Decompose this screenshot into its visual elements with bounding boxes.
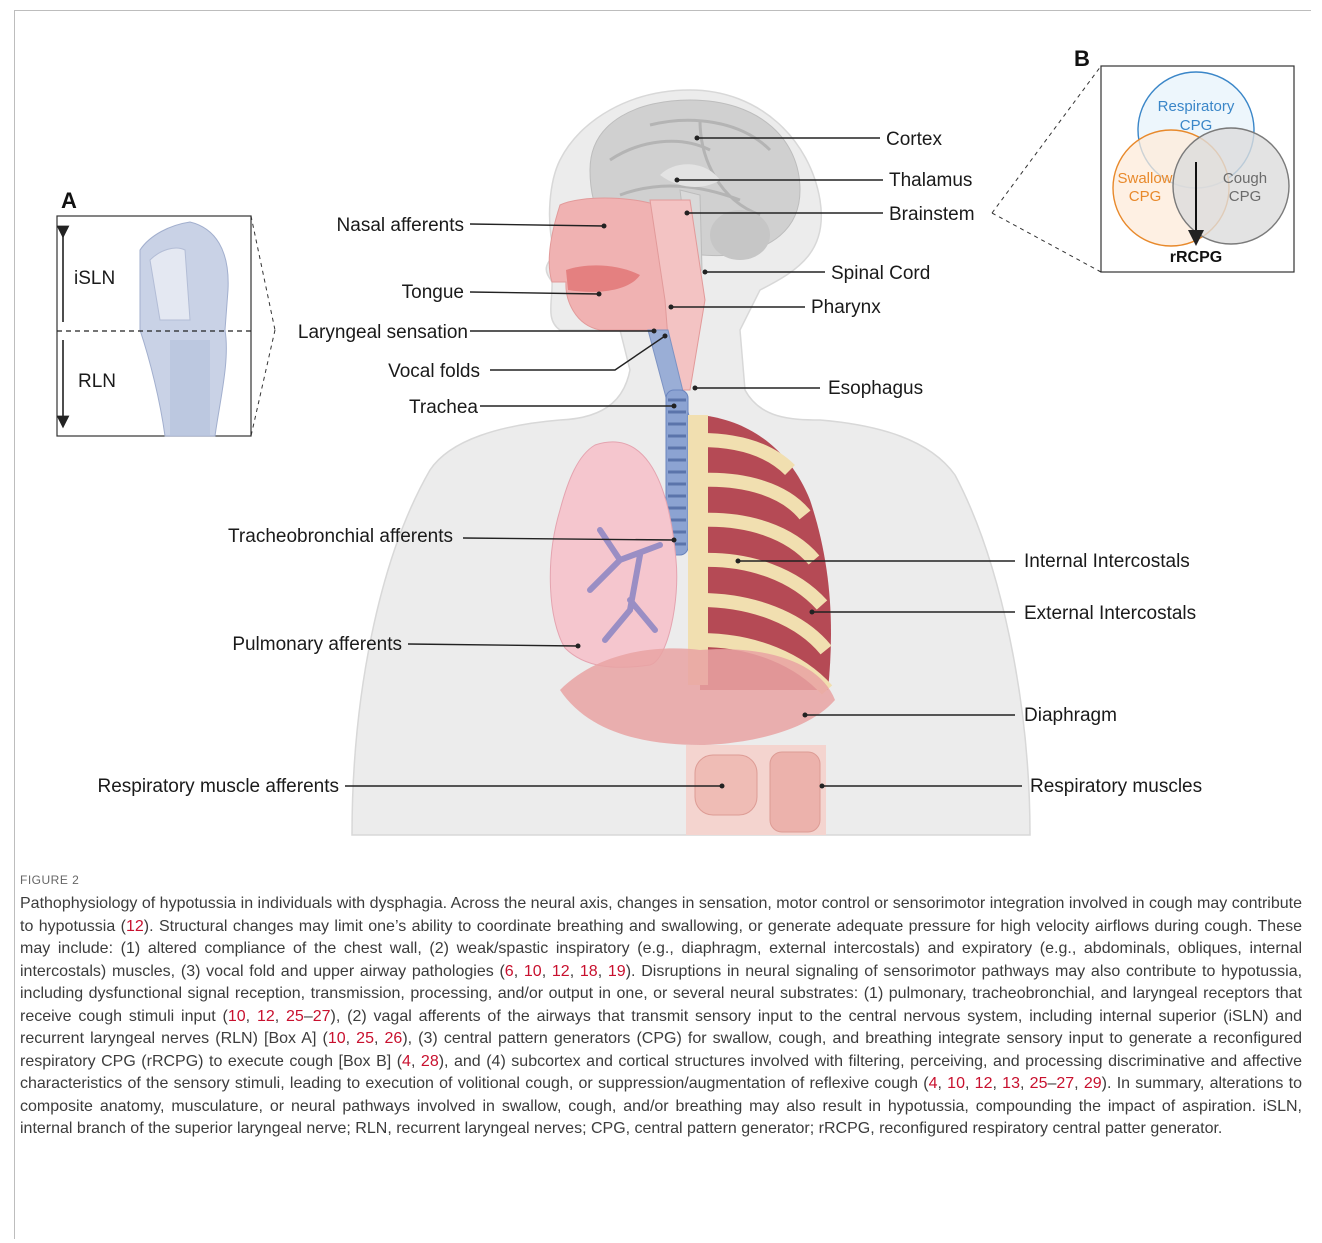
label-external-intercostals: External Intercostals xyxy=(1024,603,1196,624)
label-cortex: Cortex xyxy=(886,129,942,150)
caption-title: FIGURE 2 xyxy=(20,873,1302,887)
cough-cpg-label-1: Cough xyxy=(1223,170,1267,187)
caption-text: Pathophysiology of hypotussia in individ… xyxy=(20,893,1302,1141)
reference-link[interactable]: 25 xyxy=(356,1030,374,1047)
reference-link[interactable]: 10 xyxy=(524,963,542,980)
label-spinal-cord: Spinal Cord xyxy=(831,263,930,284)
reference-link[interactable]: 12 xyxy=(126,918,144,935)
reference-link[interactable]: 10 xyxy=(947,1075,965,1092)
reference-link[interactable]: 13 xyxy=(1002,1075,1020,1092)
label-tracheobronchial-afferents: Tracheobronchial afferents xyxy=(228,526,453,547)
reference-link[interactable]: 28 xyxy=(421,1053,439,1070)
reference-link[interactable]: 25 xyxy=(1030,1075,1048,1092)
box-a: A iSLN RLN xyxy=(57,188,275,436)
label-diaphragm: Diaphragm xyxy=(1024,705,1117,726)
label-brainstem: Brainstem xyxy=(889,204,975,225)
label-thalamus: Thalamus xyxy=(889,170,972,191)
reference-link[interactable]: 12 xyxy=(257,1008,275,1025)
reference-link[interactable]: 25 xyxy=(286,1008,304,1025)
swallow-cpg-label-2: CPG xyxy=(1129,188,1162,205)
reference-link[interactable]: 29 xyxy=(1084,1075,1102,1092)
reference-link[interactable]: 6 xyxy=(505,963,514,980)
label-respiratory-muscle-afferents: Respiratory muscle afferents xyxy=(98,776,339,797)
anatomy-figure: Nasal afferents Tongue Laryngeal sensati… xyxy=(0,0,1322,840)
label-laryngeal-sensation: Laryngeal sensation xyxy=(298,322,468,343)
box-b-letter: B xyxy=(1074,46,1090,71)
label-vocal-folds: Vocal folds xyxy=(388,361,480,382)
abdominal-muscles-illustration xyxy=(686,745,826,835)
label-esophagus: Esophagus xyxy=(828,378,923,399)
respiratory-cpg-label-2: CPG xyxy=(1180,117,1213,134)
reference-link[interactable]: 12 xyxy=(975,1075,993,1092)
cough-cpg-label-2: CPG xyxy=(1229,188,1262,205)
figure-caption: FIGURE 2 Pathophysiology of hypotussia i… xyxy=(20,873,1302,1141)
reference-link[interactable]: 26 xyxy=(385,1030,403,1047)
label-internal-intercostals: Internal Intercostals xyxy=(1024,551,1190,572)
reference-link[interactable]: 27 xyxy=(313,1008,331,1025)
reference-link[interactable]: 27 xyxy=(1056,1075,1074,1092)
swallow-cpg-label-1: Swallow xyxy=(1117,170,1172,187)
label-nasal-afferents: Nasal afferents xyxy=(337,215,464,236)
label-tongue: Tongue xyxy=(402,282,464,303)
box-a-upper-label: iSLN xyxy=(74,268,115,289)
box-a-letter: A xyxy=(61,188,77,213)
respiratory-cpg-label-1: Respiratory xyxy=(1158,98,1235,115)
reference-link[interactable]: 10 xyxy=(228,1008,246,1025)
rrcpg-label: rRCPG xyxy=(1170,249,1222,266)
label-pharynx: Pharynx xyxy=(811,297,881,318)
reference-link[interactable]: 4 xyxy=(402,1053,411,1070)
reference-link[interactable]: 12 xyxy=(552,963,570,980)
reference-link[interactable]: 18 xyxy=(580,963,598,980)
box-b: B Respiratory CPG Swallow CPG Cough CPG … xyxy=(992,46,1294,272)
reference-link[interactable]: 4 xyxy=(929,1075,938,1092)
reference-link[interactable]: 10 xyxy=(328,1030,346,1047)
label-pulmonary-afferents: Pulmonary afferents xyxy=(232,634,402,655)
reference-link[interactable]: 19 xyxy=(608,963,626,980)
label-respiratory-muscles: Respiratory muscles xyxy=(1030,776,1202,797)
box-a-lower-label: RLN xyxy=(78,371,116,392)
label-trachea: Trachea xyxy=(409,397,478,418)
